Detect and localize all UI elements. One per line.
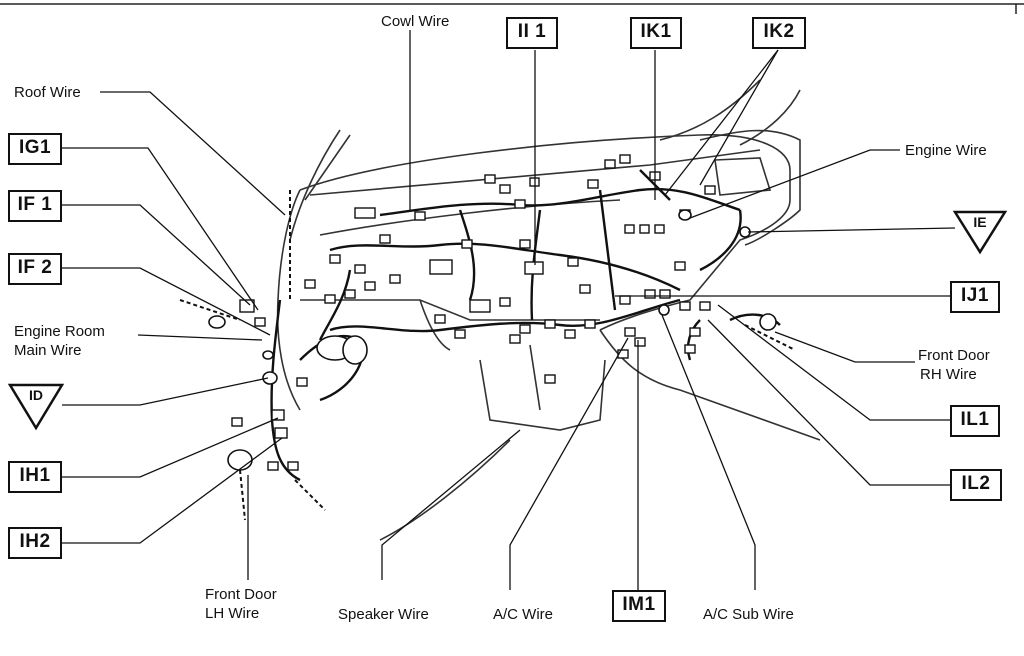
label-front-door-rh-line1: Front Door — [918, 347, 990, 364]
label-front-door-lh-line1: Front Door — [205, 586, 277, 603]
code-il2: IL2 — [950, 469, 1002, 501]
code-ii1: II 1 — [506, 17, 558, 49]
code-ih2: IH2 — [8, 527, 62, 559]
dashboard-outline — [276, 79, 821, 541]
code-ig1: IG1 — [8, 133, 62, 165]
label-engine-room-main-line1: Engine Room — [14, 323, 105, 340]
code-if2: IF 2 — [8, 253, 62, 285]
label-speaker-wire: Speaker Wire — [338, 606, 429, 623]
code-ij1: IJ1 — [950, 281, 1000, 313]
ground-id-icon — [7, 383, 65, 431]
code-ik2: IK2 — [752, 17, 806, 49]
connector-blocks — [231, 154, 716, 471]
ground-ie-label: IE — [973, 214, 987, 230]
code-ih1: IH1 — [8, 461, 62, 493]
grommets — [208, 209, 777, 471]
code-il1: IL1 — [950, 405, 1000, 437]
wire-tails — [179, 190, 796, 521]
leader-lines — [62, 30, 956, 590]
label-roof-wire: Roof Wire — [14, 84, 81, 101]
code-im1: IM1 — [612, 590, 666, 622]
ground-id-label: ID — [29, 387, 43, 403]
label-engine-wire: Engine Wire — [905, 142, 987, 159]
label-ac-wire: A/C Wire — [493, 606, 553, 623]
label-front-door-lh-line2: LH Wire — [205, 605, 260, 622]
code-ik1: IK1 — [630, 17, 682, 49]
code-if1: IF 1 — [8, 190, 62, 222]
ground-ie-icon — [952, 210, 1008, 255]
label-front-door-rh-line2: RH Wire — [920, 366, 977, 383]
label-cowl-wire: Cowl Wire — [381, 13, 450, 30]
ground-triangles — [7, 210, 1008, 431]
label-ac-sub-wire: A/C Sub Wire — [703, 606, 794, 623]
label-engine-room-main-line2: Main Wire — [14, 342, 82, 359]
